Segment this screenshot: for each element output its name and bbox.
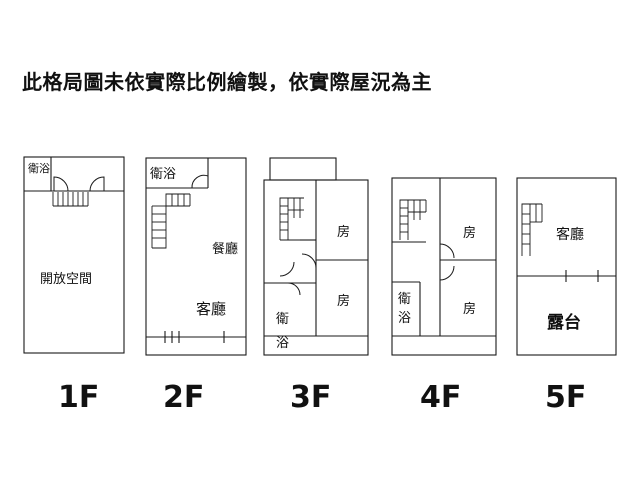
floor-label-2f: 2F [163, 380, 204, 415]
floor-label-1f: 1F [58, 380, 99, 415]
room-label-4f-room-b: 房 [463, 301, 476, 317]
floor-3f-plan: 房 房 衛 浴 [263, 157, 369, 356]
room-label-1f-open: 開放空間 [40, 272, 92, 287]
room-label-3f-room-b: 房 [337, 293, 350, 309]
stairs-2f [151, 193, 191, 249]
floor-label-5f: 5F [545, 380, 586, 415]
floor-2f-plan: 衛浴 餐廳 客廳 [145, 157, 247, 356]
floor-label-3f: 3F [290, 380, 331, 415]
room-label-3f-bath-1: 衛 [276, 312, 289, 327]
room-label-4f-bath-2: 浴 [398, 311, 411, 326]
room-label-2f-bath: 衛浴 [150, 167, 176, 182]
floor-4f-plan: 房 房 衛 浴 [391, 177, 497, 356]
room-label-5f-living: 客廳 [556, 226, 584, 243]
room-label-3f-room-a: 房 [337, 224, 350, 240]
room-label-3f-bath-2: 浴 [276, 336, 289, 351]
stairs-3f [279, 197, 304, 241]
floor-5f-plan: 客廳 露台 [516, 177, 617, 356]
stairs-5f [521, 203, 543, 256]
room-label-5f-terrace: 露台 [547, 312, 581, 333]
floor-1f-plan: 衛浴 開放空間 [23, 156, 125, 354]
stairs-4f [399, 199, 427, 240]
room-label-1f-bath: 衛浴 [28, 162, 50, 175]
room-label-2f-living: 客廳 [196, 300, 226, 318]
floor-label-4f: 4F [420, 380, 461, 415]
disclaimer-title: 此格局圖未依實際比例繪製，依實際屋況為主 [22, 70, 432, 94]
stairs-1f [52, 192, 89, 207]
room-label-4f-bath-1: 衛 [398, 292, 411, 307]
room-label-4f-room-a: 房 [463, 225, 476, 241]
room-label-2f-dining: 餐廳 [212, 241, 238, 257]
